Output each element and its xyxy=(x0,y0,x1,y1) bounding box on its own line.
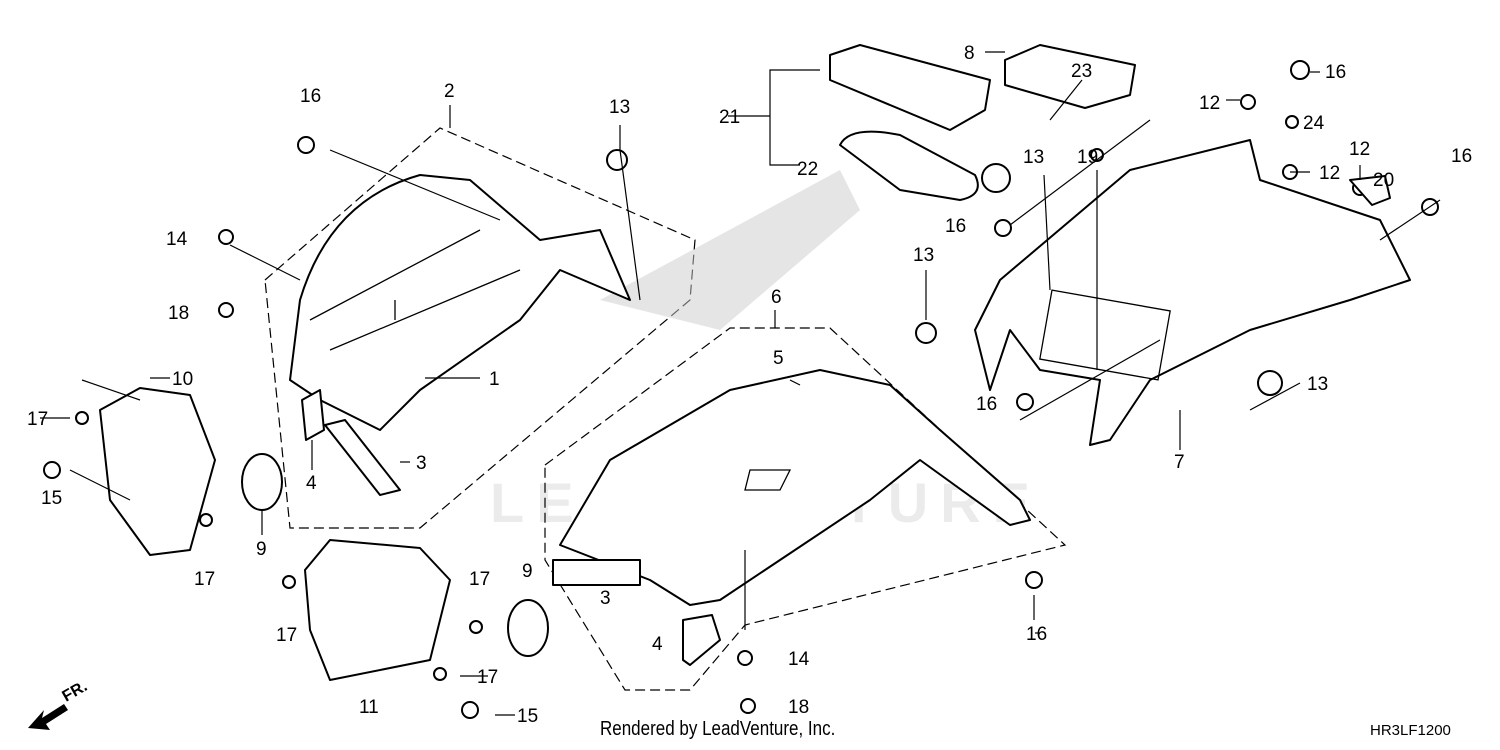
callout: 12 xyxy=(1199,93,1220,114)
front-direction-arrow-icon: FR. xyxy=(28,678,90,730)
callout: 14 xyxy=(166,229,188,250)
part-10-panel xyxy=(99,387,216,556)
callout: 16 xyxy=(1325,62,1346,83)
callout: 12 xyxy=(1319,163,1340,184)
callout: 16 xyxy=(976,394,997,415)
part-rear-fender xyxy=(559,369,1031,606)
callout: 8 xyxy=(964,43,975,64)
callout: 5 xyxy=(773,348,784,369)
rendered-by-footer: Rendered by LeadVenture, Inc. xyxy=(600,718,836,740)
callout: 16 xyxy=(1026,624,1047,645)
part-front-fender xyxy=(289,174,631,431)
callout: 18 xyxy=(788,697,809,718)
part-7-rear-carrier xyxy=(974,139,1411,446)
callout: 9 xyxy=(256,539,267,560)
callout: 3 xyxy=(416,453,427,474)
callout: 10 xyxy=(172,369,193,390)
callout: 15 xyxy=(517,706,538,727)
callout: 19 xyxy=(1077,147,1098,168)
callout: 16 xyxy=(300,86,321,107)
callout: 12 xyxy=(1349,139,1370,160)
callout-labels: 16 2 13 14 18 1 10 17 15 4 3 9 17 17 17 … xyxy=(27,43,1472,727)
callout: 13 xyxy=(1307,374,1328,395)
callout: 13 xyxy=(1023,147,1044,168)
callout: 16 xyxy=(945,216,966,237)
callout: 7 xyxy=(1174,452,1185,473)
part-9-ring-right xyxy=(507,599,549,657)
direction-label: FR. xyxy=(60,678,91,706)
part-4-right xyxy=(682,614,721,666)
callout: 13 xyxy=(913,245,934,266)
callout: 9 xyxy=(522,561,533,582)
part-22-seal xyxy=(839,130,979,201)
callout: 20 xyxy=(1373,170,1394,191)
callout: 4 xyxy=(306,473,317,494)
callout: 24 xyxy=(1303,113,1325,134)
part-11-panel xyxy=(304,539,451,681)
callout: 1 xyxy=(489,369,500,390)
callout: 21 xyxy=(719,107,740,128)
part-3-right xyxy=(552,559,641,586)
callout: 2 xyxy=(444,81,455,102)
callout: 15 xyxy=(41,488,62,509)
callout: 17 xyxy=(194,569,215,590)
callout: 13 xyxy=(609,97,630,118)
callout: 16 xyxy=(1451,146,1472,167)
callout: 18 xyxy=(168,303,189,324)
part-21-cover xyxy=(829,44,991,131)
fasteners xyxy=(43,60,1439,719)
part-9-ring-left xyxy=(241,453,283,511)
callout: 17 xyxy=(477,667,498,688)
callout: 17 xyxy=(27,409,48,430)
part-3-left xyxy=(324,419,401,496)
callout: 3 xyxy=(600,588,611,609)
callout: 14 xyxy=(788,649,810,670)
dot-pattern xyxy=(600,170,860,330)
callout: 6 xyxy=(771,287,782,308)
callout: 22 xyxy=(797,159,818,180)
callout: 11 xyxy=(359,697,379,718)
callout: 17 xyxy=(469,569,490,590)
diagram-code: HR3LF1200 xyxy=(1370,722,1451,739)
callout: 4 xyxy=(652,634,663,655)
part-8-panel xyxy=(1004,44,1136,109)
leader-lines xyxy=(40,51,1441,716)
callout: 23 xyxy=(1071,61,1092,82)
callout: 17 xyxy=(276,625,297,646)
part-4-left xyxy=(301,389,325,441)
